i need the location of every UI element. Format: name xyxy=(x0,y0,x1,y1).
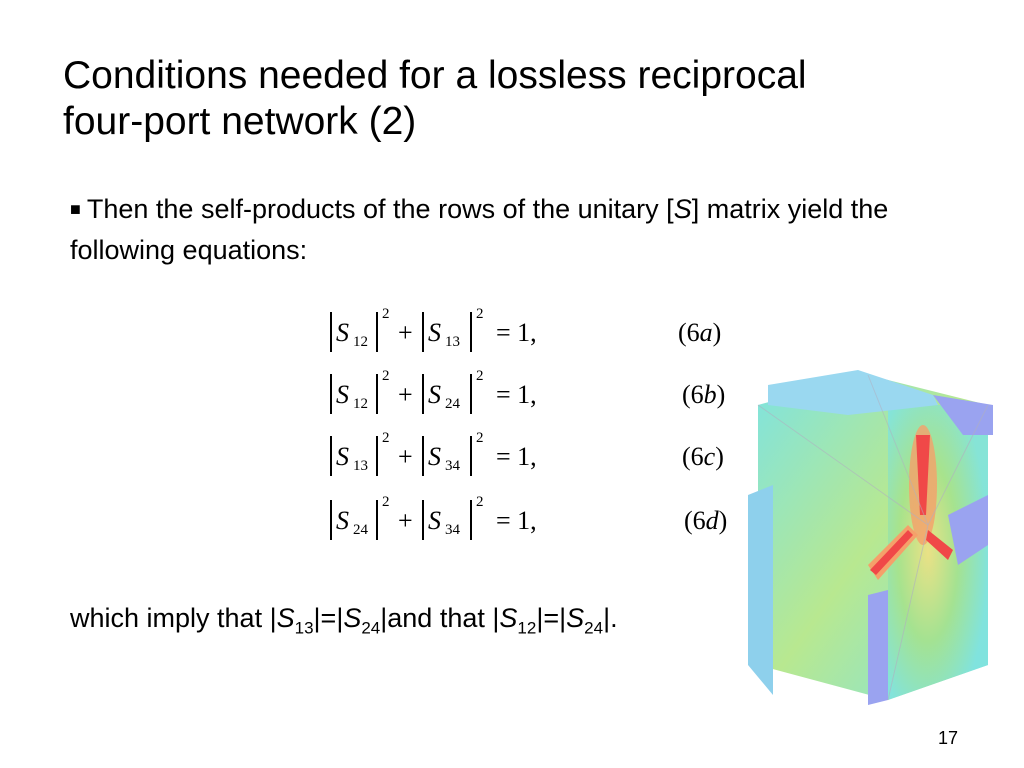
equation-plus: + xyxy=(398,380,413,409)
abs-bar-left-1 xyxy=(330,312,332,352)
equation-s-term: S xyxy=(428,318,441,347)
conclusion-end: |. xyxy=(603,603,618,633)
abs-bar-right-2 xyxy=(470,312,472,352)
abs-bar-right-1 xyxy=(376,436,378,476)
bullet-matrix-symbol: S xyxy=(673,194,692,224)
equation-label-open: (6 xyxy=(684,506,706,535)
conclusion-s1: S xyxy=(276,603,295,633)
equation-rhs: = 1, xyxy=(496,318,537,347)
equation-exponent: 2 xyxy=(382,368,390,384)
equation-subscript: 12 xyxy=(353,334,368,350)
waveguide-cube-field-image xyxy=(748,370,993,705)
equation-label-open: (6 xyxy=(678,318,700,347)
equation-exponent: 2 xyxy=(476,494,484,510)
equation-label: (6d) xyxy=(684,506,727,536)
title-line-2: four-port network (2) xyxy=(63,100,417,143)
equation-label-close: ) xyxy=(712,318,722,347)
conclusion-prefix: which imply that | xyxy=(70,603,277,633)
title-line-1: Conditions needed for a lossless recipro… xyxy=(63,54,807,97)
equation-label: (6c) xyxy=(682,442,724,472)
abs-bar-right-1 xyxy=(376,374,378,414)
page-number: 17 xyxy=(938,728,959,748)
equation-subscript: 34 xyxy=(445,522,460,538)
equation-s-term: S xyxy=(336,380,349,409)
conclusion-sub1: 13 xyxy=(294,618,314,638)
bullet-paragraph: ■Then the self-products of the rows of t… xyxy=(70,190,1000,269)
abs-bar-left-2 xyxy=(422,374,424,414)
abs-bar-right-2 xyxy=(470,374,472,414)
abs-bar-right-1 xyxy=(376,312,378,352)
equation-plus: + xyxy=(398,318,413,347)
equation-exponent: 2 xyxy=(476,430,484,446)
conclusion-s3: S xyxy=(499,603,518,633)
equation-exponent: 2 xyxy=(476,306,484,322)
equation-label-close: ) xyxy=(718,506,728,535)
equation-label: (6b) xyxy=(682,380,725,410)
equation-plus: + xyxy=(398,506,413,535)
equation-label-letter: d xyxy=(705,506,719,535)
equation-label: (6a) xyxy=(678,318,721,348)
conclusion-s2: S xyxy=(343,603,362,633)
equation-exponent: 2 xyxy=(382,306,390,322)
equation-plus: + xyxy=(398,442,413,471)
conclusion-equals2: |=| xyxy=(536,603,567,633)
equation-s-term: S xyxy=(428,442,441,471)
equation-subscript: 24 xyxy=(445,396,460,412)
square-bullet-icon: ■ xyxy=(70,199,81,219)
equation-label-open: (6 xyxy=(682,380,704,409)
equation-s-term: S xyxy=(336,442,349,471)
abs-bar-right-1 xyxy=(376,500,378,540)
conclusion-text: which imply that |S13|=|S24|and that |S1… xyxy=(70,600,618,646)
abs-bar-left-1 xyxy=(330,374,332,414)
equation-subscript: 34 xyxy=(445,458,460,474)
equation-subscript: 12 xyxy=(353,396,368,412)
equation-rhs: = 1, xyxy=(496,442,537,471)
conclusion-sub4: 24 xyxy=(584,618,604,638)
equation-exponent: 2 xyxy=(382,430,390,446)
equation-label-letter: a xyxy=(699,318,713,347)
equation-s-term: S xyxy=(336,318,349,347)
equation-exponent: 2 xyxy=(476,368,484,384)
abs-bar-right-2 xyxy=(470,436,472,476)
bullet-text-part1: Then the self-products of the rows of th… xyxy=(86,194,674,224)
equation-label-close: ) xyxy=(716,380,726,409)
conclusion-sub2: 24 xyxy=(361,618,381,638)
abs-bar-left-2 xyxy=(422,312,424,352)
conclusion-equals1: |=| xyxy=(313,603,344,633)
equation-subscript: 13 xyxy=(445,334,460,350)
conclusion-sub3: 12 xyxy=(517,618,537,638)
abs-bar-left-2 xyxy=(422,500,424,540)
abs-bar-left-1 xyxy=(330,500,332,540)
equation-s-term: S xyxy=(336,506,349,535)
equation-s-term: S xyxy=(428,380,441,409)
equation-label-letter: c xyxy=(703,442,716,471)
equation-rhs: = 1, xyxy=(496,380,537,409)
abs-bar-right-2 xyxy=(470,500,472,540)
conclusion-s4: S xyxy=(566,603,585,633)
equation-label-close: ) xyxy=(715,442,724,471)
equation-exponent: 2 xyxy=(382,494,390,510)
equation-label-letter: b xyxy=(703,380,717,409)
equation-s-term: S xyxy=(428,506,441,535)
abs-bar-left-2 xyxy=(422,436,424,476)
equation-label-open: (6 xyxy=(682,442,704,471)
equation-subscript: 24 xyxy=(353,522,368,538)
slide-title: Conditions needed for a lossless recipro… xyxy=(63,53,983,145)
equation-rhs: = 1, xyxy=(496,506,537,535)
abs-bar-left-1 xyxy=(330,436,332,476)
bullet-text-part2: ] matrix yield the following equations: xyxy=(70,194,889,265)
conclusion-mid: |and that | xyxy=(380,603,500,633)
equation-subscript: 13 xyxy=(353,458,368,474)
